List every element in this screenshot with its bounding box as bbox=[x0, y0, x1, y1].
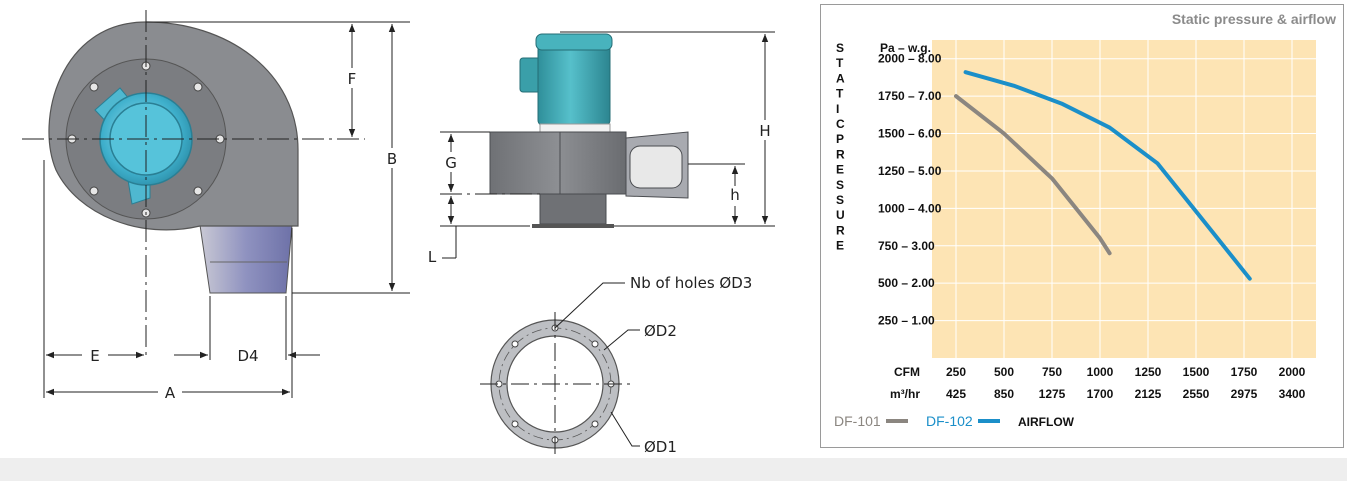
legend: DF-101 DF-102 AIRFLOW bbox=[834, 413, 1075, 429]
series-line-df-101 bbox=[954, 94, 1112, 256]
y-label-letter: E bbox=[836, 163, 844, 177]
y-label-letter: S bbox=[836, 41, 844, 55]
y-tick-label: 1500 – 6.00 bbox=[878, 127, 942, 141]
y-label-letter: R bbox=[836, 147, 845, 161]
x-tick-label-cfm: 1500 bbox=[1183, 365, 1210, 379]
motor-cap bbox=[535, 33, 613, 51]
y-label-letter: A bbox=[836, 71, 845, 85]
x-row2-label: m³/hr bbox=[890, 387, 920, 401]
x-tick-label-m3: 1700 bbox=[1087, 387, 1114, 401]
x-tick-label-cfm: 1750 bbox=[1231, 365, 1258, 379]
x-tick-label-cfm: 250 bbox=[946, 365, 966, 379]
y-tick-label: 1750 – 7.00 bbox=[878, 89, 942, 103]
x-tick-label-m3: 3400 bbox=[1279, 387, 1306, 401]
x-tick-label-cfm: 1250 bbox=[1135, 365, 1162, 379]
x-tick-label-cfm: 500 bbox=[994, 365, 1014, 379]
airflow-chart: Static pressure & airflow Pa – w.g. STAT… bbox=[834, 11, 1336, 429]
y-label-letter: U bbox=[836, 208, 845, 222]
series-lines bbox=[954, 70, 1252, 281]
dim-label-B: B bbox=[387, 150, 397, 168]
housing-side bbox=[489, 131, 627, 195]
y-label-letter: C bbox=[836, 117, 845, 131]
x-tick-label-cfm: 2000 bbox=[1279, 365, 1306, 379]
dim-label-A: A bbox=[165, 384, 176, 402]
x-tick-label-m3: 2975 bbox=[1231, 387, 1258, 401]
y-tick-label: 500 – 2.00 bbox=[878, 276, 935, 290]
x-tick-label-m3: 2550 bbox=[1183, 387, 1210, 401]
dim-label-E: E bbox=[90, 347, 99, 365]
x-tick-label-cfm: 750 bbox=[1042, 365, 1062, 379]
y-label-letter: T bbox=[836, 56, 844, 70]
legend-label-df-102: DF-102 bbox=[926, 413, 973, 429]
x-tick-label-m3: 425 bbox=[946, 387, 966, 401]
dim-label-h: h bbox=[730, 186, 740, 204]
x-tick-label-m3: 2125 bbox=[1135, 387, 1162, 401]
y-tick-label: 250 – 1.00 bbox=[878, 314, 935, 328]
plot-background bbox=[932, 40, 1316, 358]
y-label-letter: P bbox=[836, 132, 844, 146]
y-label-letter: S bbox=[836, 193, 844, 207]
flange-view: Nb of holes ØD3 ØD2 ØD1 bbox=[480, 274, 752, 456]
y-label-letter: I bbox=[836, 102, 839, 116]
bottom-strip bbox=[0, 458, 1347, 481]
d1-label: ØD1 bbox=[644, 438, 677, 456]
motor-flange bbox=[539, 123, 611, 133]
dim-label-L: L bbox=[428, 248, 437, 266]
dim-label-G: G bbox=[445, 154, 457, 172]
x-tick-label-m3: 850 bbox=[994, 387, 1014, 401]
y-tick-labels: 250 – 1.00 500 – 2.00 750 – 3.00 1000 – 4.0… bbox=[878, 52, 942, 328]
chart-title: Static pressure & airflow bbox=[1172, 11, 1336, 27]
y-label-letter: S bbox=[836, 178, 844, 192]
legend-airflow-label: AIRFLOW bbox=[1018, 415, 1075, 429]
y-axis-top-label: Pa – w.g. bbox=[880, 41, 931, 55]
y-tick-label: 1250 – 5.00 bbox=[878, 164, 942, 178]
y-tick-label: 750 – 3.00 bbox=[878, 239, 935, 253]
series-line-df-102 bbox=[963, 70, 1252, 281]
x-tick-labels: 250 425 500 850 750 1275 1000 1700 1250 2125 1500 2… bbox=[946, 365, 1306, 401]
pedestal bbox=[539, 193, 607, 225]
motor-body bbox=[537, 43, 611, 127]
x-row1-label: CFM bbox=[894, 365, 920, 379]
dim-label-F: F bbox=[348, 70, 357, 88]
dim-label-D4: D4 bbox=[237, 347, 258, 365]
d2-label: ØD2 bbox=[644, 322, 677, 340]
holes-label: Nb of holes ØD3 bbox=[630, 274, 752, 292]
dim-label-H: H bbox=[759, 122, 770, 140]
x-tick-label-m3: 1275 bbox=[1039, 387, 1066, 401]
outlet-opening bbox=[629, 145, 683, 189]
y-label-letter: E bbox=[836, 239, 844, 253]
extension-lines-front bbox=[43, 21, 410, 398]
legend-label-df-101: DF-101 bbox=[834, 413, 881, 429]
x-tick-label-cfm: 1000 bbox=[1087, 365, 1114, 379]
side-view: H G h L bbox=[428, 31, 775, 266]
y-tick-label: 1000 – 4.00 bbox=[878, 201, 942, 215]
centerlines-front bbox=[22, 10, 365, 356]
y-label-letter: T bbox=[836, 87, 844, 101]
grid bbox=[932, 40, 1316, 358]
front-view: F B E D4 A bbox=[22, 10, 410, 402]
y-label-letter: R bbox=[836, 223, 845, 237]
y-tick-label: 2000 – 8.00 bbox=[878, 52, 942, 66]
extension-lines-side bbox=[440, 31, 775, 258]
outlet-duct bbox=[199, 224, 293, 294]
